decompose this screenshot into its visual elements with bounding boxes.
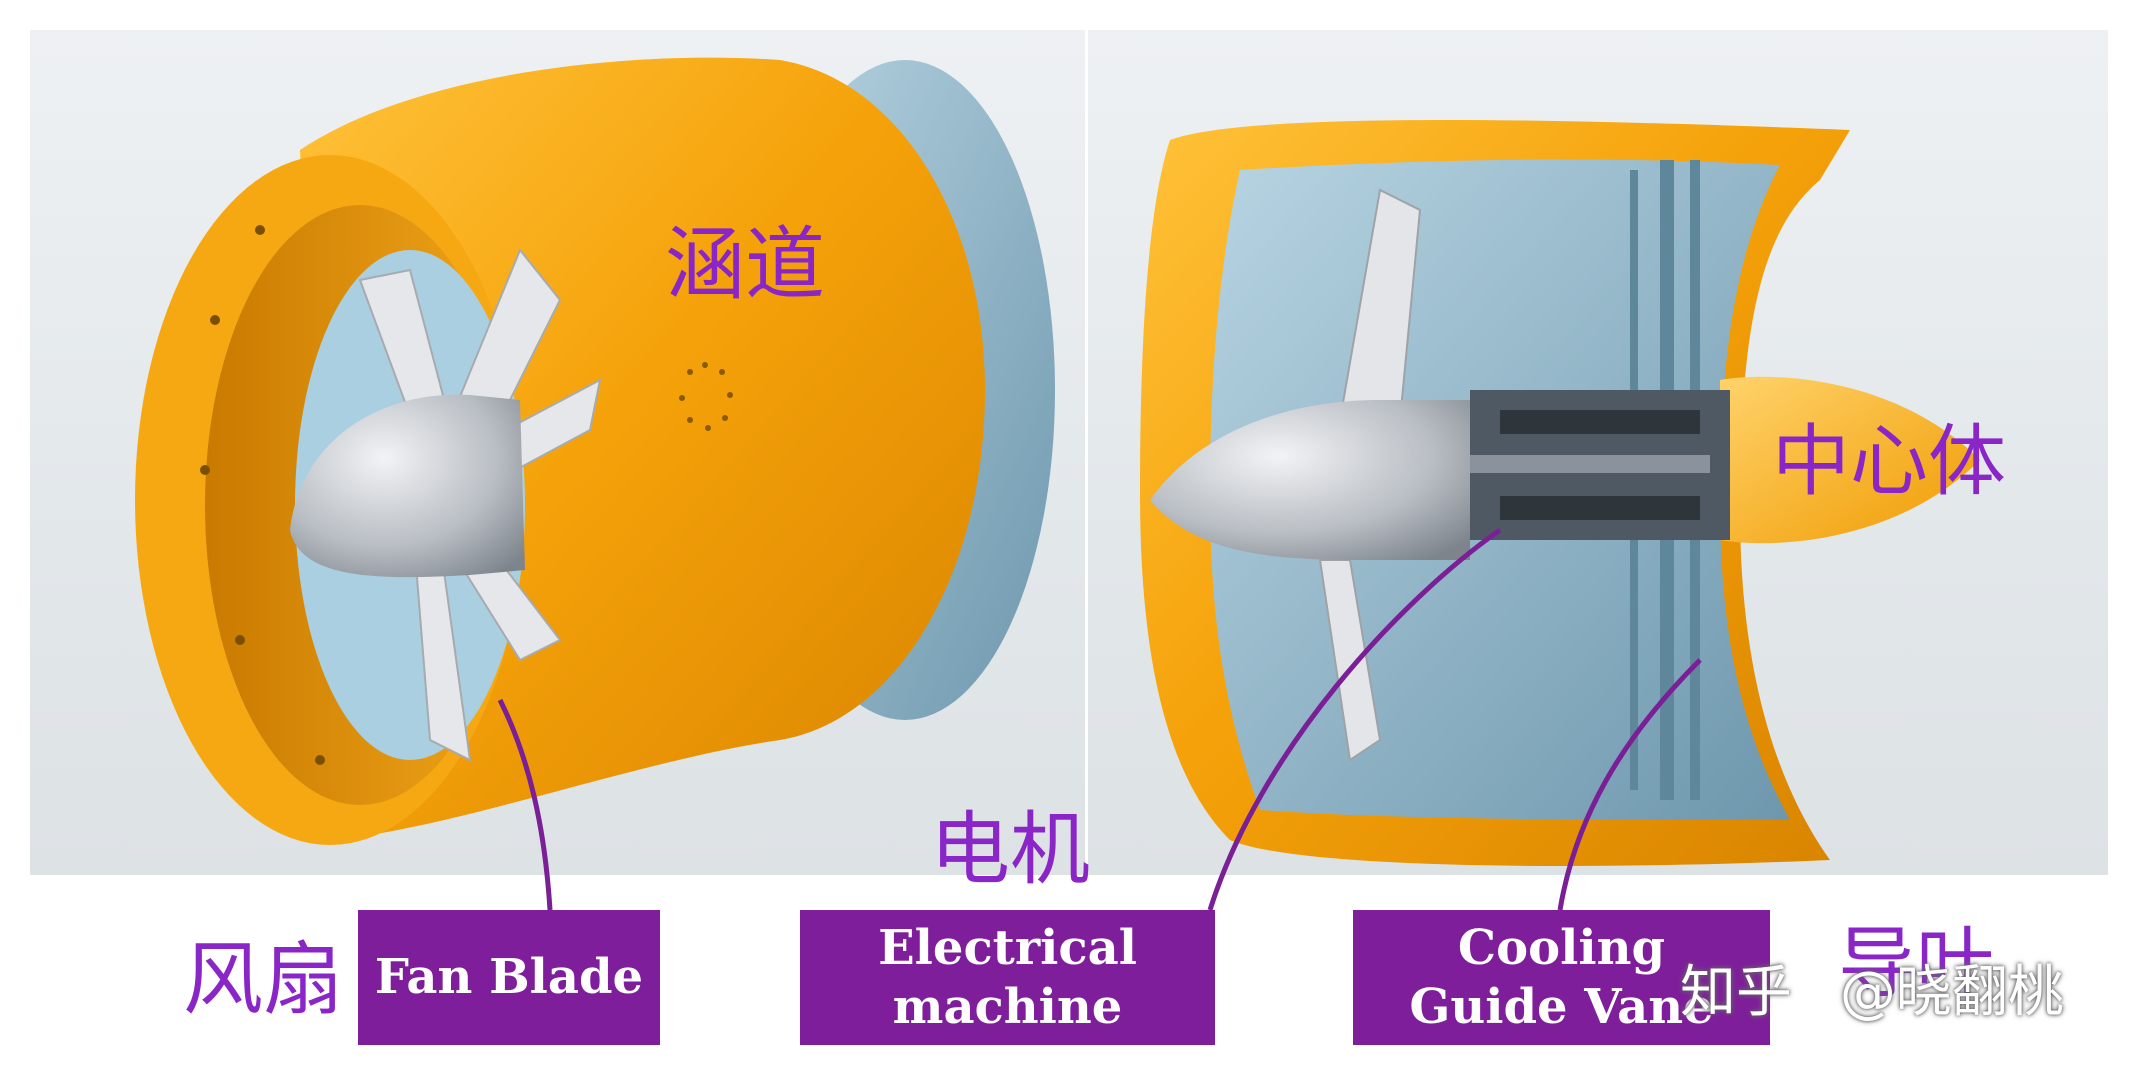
watermark-site: 知乎 bbox=[1680, 960, 1792, 1025]
label-duct-cn: 涵道 bbox=[665, 218, 825, 311]
duct-bolt-ring bbox=[679, 362, 733, 431]
motor-windings bbox=[1500, 410, 1700, 520]
watermark-author: @晓翻桃 bbox=[1839, 960, 2064, 1025]
watermark: 知乎 @晓翻桃 bbox=[1680, 965, 2064, 1021]
label-vane-cn: 导叶 bbox=[1838, 919, 1995, 1009]
cutaway-spinner bbox=[1150, 400, 1470, 560]
label-center-body-cn: 中心体 bbox=[1772, 417, 2007, 507]
label-box-electrical-machine: Electrical machine bbox=[800, 910, 1215, 1045]
label-fan-cn: 风扇 bbox=[183, 933, 343, 1026]
leader-lines bbox=[497, 527, 1702, 911]
leader-electrical-machine bbox=[1207, 527, 1502, 911]
label-motor-cn: 电机 bbox=[930, 803, 1090, 896]
leader-fan-blade bbox=[497, 698, 553, 911]
left-ducted-fan bbox=[135, 57, 1055, 845]
right-cutaway bbox=[1140, 120, 1980, 866]
label-box-fan-blade: Fan Blade bbox=[358, 910, 660, 1045]
label-box-cooling-guide-vane: Cooling Guide Vane bbox=[1353, 910, 1770, 1045]
leader-guide-vane bbox=[1557, 658, 1702, 911]
fan-hub bbox=[290, 394, 525, 578]
rim-bolts bbox=[200, 225, 325, 765]
center-body bbox=[1720, 376, 1980, 544]
